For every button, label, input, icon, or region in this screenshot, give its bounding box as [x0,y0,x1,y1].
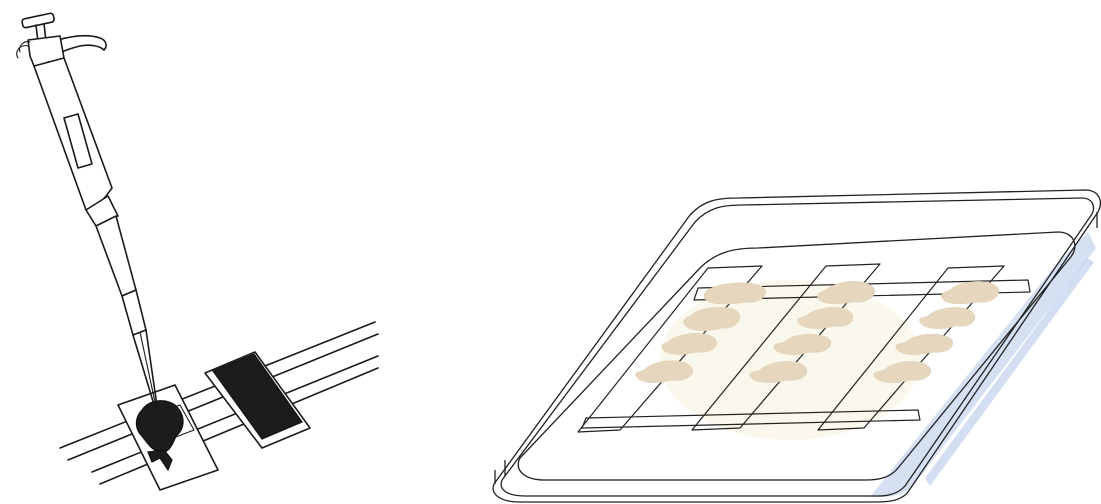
left-panel [17,13,378,490]
slide-rack [60,322,378,484]
pipette [17,13,157,408]
tissue-section [704,283,766,304]
right-panel [493,190,1100,502]
tissue-section [941,281,998,303]
tissue-section [636,361,693,383]
tissue-section [919,307,974,328]
slide-with-sample [118,385,218,490]
